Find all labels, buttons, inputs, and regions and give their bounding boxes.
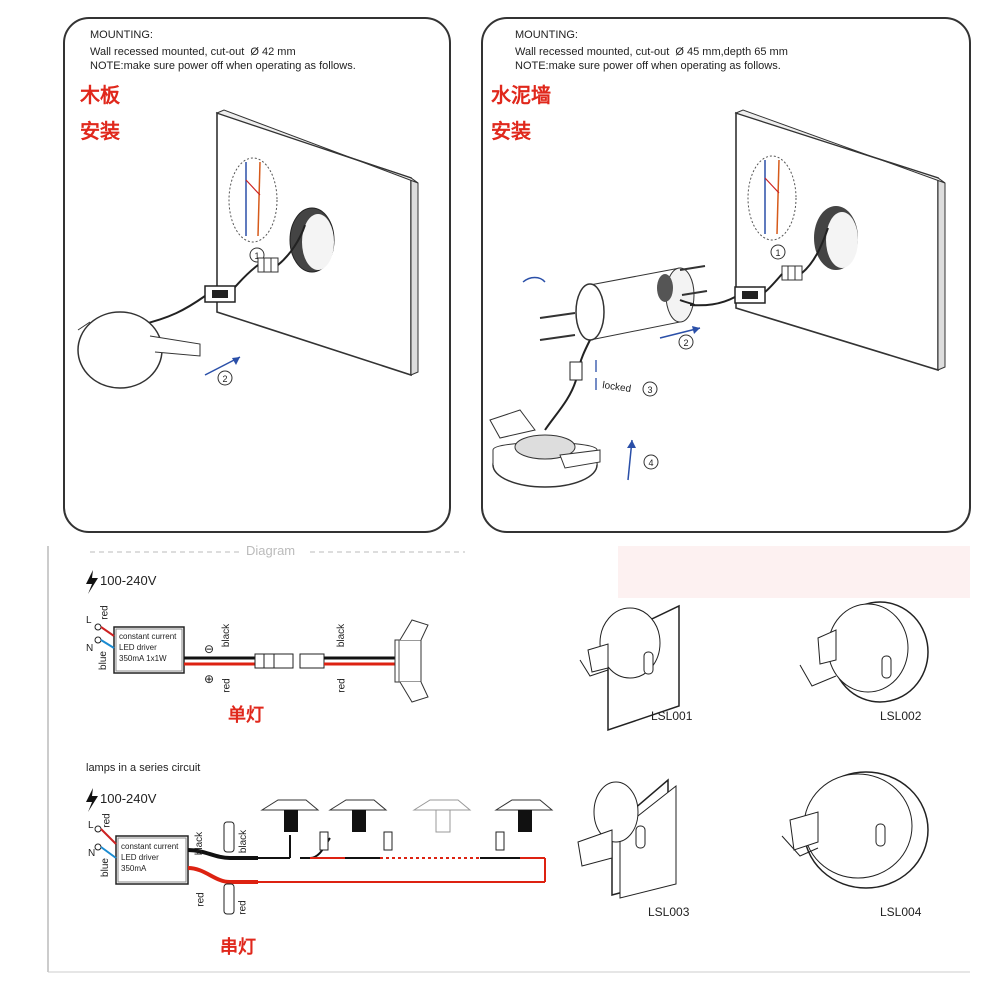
mounting-cutout-text-right: Wall recessed mounted, cut-out Ø 45 mm,d… <box>515 46 788 58</box>
series-voltage: 100-240V <box>100 791 157 806</box>
installation-title: 安装 <box>80 119 120 143</box>
model-lsl001: LSL001 <box>651 709 693 723</box>
diagram-section-title: Diagram <box>240 543 302 558</box>
single-output-wires <box>184 653 395 669</box>
insert-arrow-left: 2 <box>204 356 241 386</box>
series-black-label-2: black <box>238 829 250 854</box>
single-red-label: red <box>99 605 111 620</box>
single-voltage: 100-240V <box>100 573 157 588</box>
series-t-connectors <box>187 821 258 915</box>
series-n-label: N <box>88 848 96 859</box>
series-title: lamps in a series circuit <box>86 762 201 774</box>
series-driver-text-3: 350mA <box>121 864 147 873</box>
connector-locked: locked 3 <box>544 339 658 431</box>
mounting-note-text-right: NOTE:make sure power off when operating … <box>515 60 781 72</box>
series-lamps <box>260 799 554 851</box>
round-lamp-left <box>77 311 201 389</box>
single-lamp-side <box>394 619 429 703</box>
step-3-label: 3 <box>647 385 652 395</box>
single-driver-text-3: 350mA 1x1W <box>119 654 167 663</box>
terminal-block-right <box>764 227 829 293</box>
single-lamp-caption: 单灯 <box>228 705 264 726</box>
lightning-icon-series <box>86 788 98 812</box>
mounting-heading-right: MOUNTING: <box>515 29 578 41</box>
single-red-label-out: red <box>221 678 233 693</box>
series-blue-label: blue <box>99 858 111 877</box>
locked-label: locked <box>602 380 632 395</box>
mounting-cutout-text: Wall recessed mounted, cut-out Ø 42 mm <box>90 46 296 58</box>
installation-title-right: 安装 <box>491 119 531 143</box>
mounting-sleeve <box>575 267 696 341</box>
step-2-label-right: 2 <box>683 338 688 348</box>
concrete-wall-title: 水泥墙 <box>491 83 551 107</box>
lsl001-illustration <box>579 604 680 732</box>
series-circuit-loop <box>258 835 546 883</box>
step-1-label: 1 <box>254 251 259 261</box>
minus-symbol: ⊖ <box>204 642 215 656</box>
series-black-label-1: black <box>194 831 206 856</box>
series-driver-text-1: constant current <box>121 842 179 851</box>
single-driver-box <box>113 626 185 674</box>
lsl003-illustration <box>577 778 677 899</box>
single-black-label-2: black <box>336 623 348 648</box>
single-n-label: N <box>86 643 94 654</box>
insert-arrow-right: 4 <box>627 439 659 481</box>
single-blue-label: blue <box>97 651 109 670</box>
wiring-detail-left: 1 <box>228 157 278 263</box>
series-red-label: red <box>101 813 113 828</box>
single-driver-text-1: constant current <box>119 632 177 641</box>
lsl004-illustration <box>781 771 929 889</box>
push-arrow-right: 2 <box>659 326 701 350</box>
single-black-label-1: black <box>221 623 233 648</box>
step-2-label: 2 <box>222 374 227 384</box>
single-l-label: L <box>86 615 92 626</box>
mounting-note-text: NOTE:make sure power off when operating … <box>90 60 356 72</box>
series-l-label: L <box>88 820 94 831</box>
lsl002-illustration <box>799 601 929 703</box>
step-4-label: 4 <box>648 458 653 468</box>
screws <box>522 265 708 341</box>
wiring-detail-right: 1 <box>747 155 797 260</box>
single-driver-text-2: LED driver <box>119 643 157 652</box>
terminal-block-left <box>233 224 306 289</box>
series-driver-box <box>115 835 189 885</box>
series-red-label-out-2: red <box>237 900 249 915</box>
series-lamp-caption: 串灯 <box>220 937 256 958</box>
lightning-icon <box>86 570 98 594</box>
step-1-label-right: 1 <box>775 248 780 258</box>
cutout-hole-left <box>289 207 335 273</box>
mounting-heading: MOUNTING: <box>90 29 153 41</box>
single-input-terminals <box>94 623 115 649</box>
cutout-hole-right <box>814 206 858 270</box>
series-red-label-out-1: red <box>195 892 207 907</box>
wood-board-title: 木板 <box>80 83 120 107</box>
led-driver-right <box>689 286 766 307</box>
single-red-label-lamp: red <box>336 678 348 693</box>
plus-symbol: ⊕ <box>204 672 215 686</box>
model-lsl002: LSL002 <box>880 709 922 723</box>
series-input-terminals <box>94 825 117 859</box>
model-lsl004: LSL004 <box>880 905 922 919</box>
model-lsl003: LSL003 <box>648 905 690 919</box>
lamp-body-right <box>489 409 601 488</box>
series-driver-text-2: LED driver <box>121 853 159 862</box>
